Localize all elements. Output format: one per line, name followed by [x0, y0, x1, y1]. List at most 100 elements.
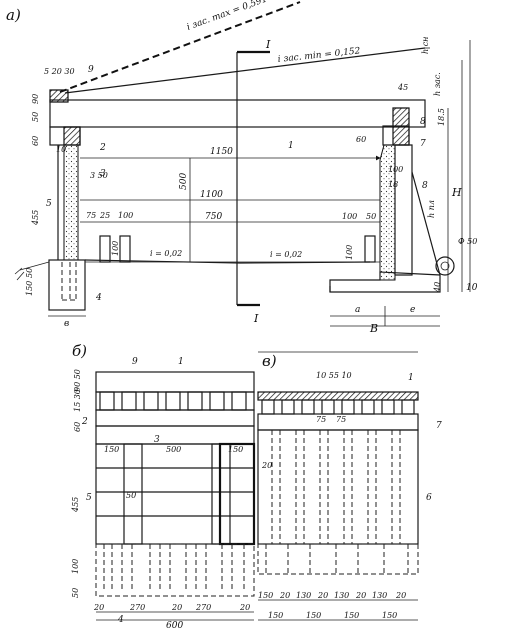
pipe-dim-label: Ф 50 [458, 237, 477, 246]
callout-8b: 8 [422, 181, 428, 191]
h-sn-label: h сн [421, 37, 430, 54]
b-dim-150: 150 [104, 445, 119, 454]
callout-5b: 5 [86, 493, 92, 503]
dim-50r: 50 [366, 212, 376, 221]
view-v-label: в) [262, 352, 277, 370]
dim-100: 100 [118, 211, 133, 220]
b-dim-bottom-4: 20 [239, 603, 250, 612]
dim-100vr: 100 [345, 245, 354, 260]
dim-100v: 100 [111, 241, 120, 256]
b-dim-50: 50 [126, 491, 136, 500]
v-dim-75a: 75 [316, 415, 326, 424]
view-b-label: б) [72, 342, 87, 360]
dim-100r: 100 [342, 212, 357, 221]
dim-10: 10 [56, 145, 66, 154]
v-dim-r1-5: 20 [355, 591, 366, 600]
b-dim-150r: 150 [228, 445, 243, 454]
dim-b: в [64, 319, 69, 329]
dim-r100: 100 [388, 165, 403, 174]
v-dim-r2-0: 150 [268, 611, 283, 620]
elevation-b [95, 371, 256, 621]
dim-500: 500 [179, 173, 189, 190]
slope-min-label: i зас. min = 0,152 [277, 46, 361, 65]
dim-3-50: 3 50 [90, 171, 108, 180]
b-top-slab [95, 371, 255, 393]
callout-1b: 1 [178, 357, 184, 367]
elevation-v [257, 351, 419, 621]
b-dim-90-50: 90 50 [73, 369, 82, 392]
left-wall [63, 144, 79, 261]
section-mark-bottom: I [253, 312, 259, 325]
dim-25: 25 [99, 211, 110, 220]
callout-5a: 5 [46, 199, 52, 209]
b-dim-bottom-0: 20 [93, 603, 104, 612]
h-zas-label: h зас. [433, 72, 442, 96]
callout-1v: 1 [408, 373, 414, 383]
v-dim-r2-2: 150 [344, 611, 359, 620]
b-dim-bottom-3: 270 [195, 603, 211, 612]
dim-r60: 60 [356, 135, 366, 144]
v-dim-r1-2: 130 [296, 591, 311, 600]
b-dim-15-30: 15 30 [73, 389, 82, 412]
b-dim-bottom-2: 20 [171, 603, 182, 612]
callout-9: 9 [88, 65, 94, 75]
b-dim-500: 500 [166, 445, 181, 454]
slope-left-label: i = 0,02 [150, 249, 182, 258]
b-dim-50b: 50 [71, 588, 80, 598]
section-a [14, 1, 471, 327]
dim-60: 60 [31, 136, 40, 146]
callout-3a: 3 [100, 169, 106, 179]
b-dim-bottom-1: 270 [129, 603, 145, 612]
callout-7v: 7 [436, 421, 442, 431]
v-wall [257, 429, 419, 545]
v-dim-r2-3: 150 [382, 611, 397, 620]
dim-top-small: 5 20 30 [44, 67, 75, 76]
b-dim-total: 600 [166, 621, 183, 631]
e-label: e [410, 305, 415, 315]
h-pl-label: h пл [427, 200, 436, 218]
floor-line [84, 259, 241, 264]
v-ribs [261, 399, 415, 415]
drain-pipe [435, 256, 455, 276]
v-dim-r1-4: 130 [334, 591, 349, 600]
slope-right-label: i = 0,02 [270, 250, 302, 259]
dim-18-5: 18.5 [437, 108, 446, 126]
v-dim-75b: 75 [336, 415, 346, 424]
dim-40: 40 [433, 282, 442, 293]
dim-45: 45 [397, 83, 408, 92]
callout-6v: 6 [426, 493, 432, 503]
callout-3b: 3 [154, 435, 160, 445]
v-top-slab [257, 391, 419, 401]
callout-7a: 7 [420, 139, 426, 149]
dim-50: 50 [31, 112, 40, 122]
dim-r18: 18 [388, 180, 398, 189]
dim-50b: 50 [25, 268, 34, 278]
b-beam [95, 409, 255, 427]
callout-8a: 8 [420, 117, 426, 127]
dim-150: 150 [25, 281, 34, 296]
callout-2b: 2 [81, 417, 88, 427]
callout-4b: 4 [117, 615, 124, 625]
v-dim-r2-1: 150 [306, 611, 321, 620]
callout-4a: 4 [95, 293, 102, 303]
v-dim-r1-0: 150 [258, 591, 273, 600]
v-dim-r1-6: 130 [372, 591, 387, 600]
left-cap [49, 89, 69, 103]
slope-min-line [64, 47, 426, 94]
callout-9b: 9 [132, 357, 138, 367]
section-mark-top: I [265, 38, 271, 51]
v-dim-r1-3: 20 [317, 591, 328, 600]
b-label: B [369, 322, 378, 335]
dim-455: 455 [31, 210, 40, 226]
b-dim-60: 60 [73, 422, 82, 432]
callout-1a: 1 [288, 141, 294, 151]
a-label: a [355, 305, 360, 315]
dim-1150: 1150 [210, 147, 233, 157]
v-dim-20: 20 [261, 461, 272, 470]
slope-max-label: i зас. max = 0,591 [186, 0, 269, 33]
v-dim-top: 10 55 10 [316, 371, 352, 380]
b-dim-455: 455 [71, 497, 80, 513]
dim-90: 90 [31, 94, 40, 104]
dim-750: 750 [205, 212, 222, 222]
